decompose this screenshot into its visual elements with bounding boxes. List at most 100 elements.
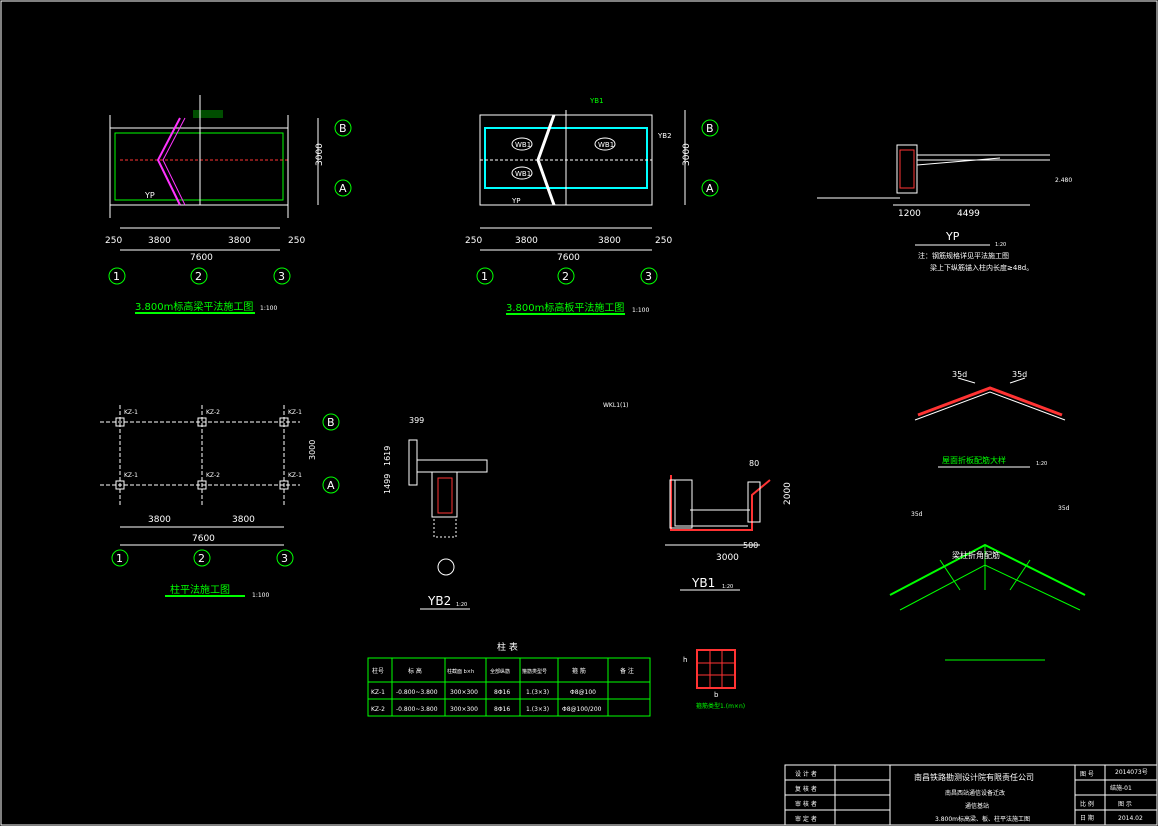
- axis-2: 2: [562, 270, 569, 283]
- label-h: h: [683, 656, 687, 664]
- dim-total: 7600: [192, 534, 215, 544]
- col-label: KZ-1: [288, 472, 302, 479]
- td: KZ-2: [371, 706, 385, 713]
- dim-label: 4499: [957, 209, 980, 219]
- label-yp: YP: [511, 197, 521, 205]
- stirrup-caption: 箍筋类型1.(m×n): [696, 702, 745, 710]
- stirrup-detail: h b 箍筋类型1.(m×n): [683, 649, 745, 710]
- axis-a: A: [327, 479, 335, 492]
- no: 2014073号: [1115, 769, 1148, 776]
- colplan-title: 柱平法施工图: [170, 583, 230, 596]
- ridge-title: 屋面折板配筋大样: [942, 455, 1006, 465]
- label-b: b: [714, 691, 719, 699]
- axis-3: 3: [645, 270, 652, 283]
- td: KZ-1: [371, 689, 385, 696]
- yp-title: YP: [945, 230, 960, 243]
- plan2-scale: 1:100: [632, 307, 649, 314]
- td: 1.(3×3): [526, 706, 549, 713]
- no-label: 图 号: [1080, 771, 1094, 778]
- dim-label: 3800: [515, 236, 538, 246]
- plan1-title: 3.800m标高梁平法施工图: [135, 300, 253, 313]
- axis-b: B: [327, 416, 335, 429]
- label-yb1: YB1: [589, 97, 604, 105]
- axis-1: 1: [481, 270, 488, 283]
- sheet: 结施-01: [1110, 784, 1132, 792]
- dim-label: 1499: [383, 474, 392, 494]
- ratio-label: 比 例: [1080, 800, 1094, 808]
- col-label: KZ-2: [206, 472, 220, 479]
- slab-wb1: WB1: [598, 141, 614, 149]
- dim-label: 250: [105, 236, 122, 246]
- title-block: 设 计 者 复 核 者 审 核 者 审 定 者 南昌铁路勘测设计院有限责任公司 …: [784, 764, 1158, 826]
- date: 2014.02: [1118, 815, 1143, 822]
- dim-vtotal: 3000: [315, 143, 325, 166]
- axis-1: 1: [116, 552, 123, 565]
- yp-section: 1200 4499 2.480 YP 1:20 注：钢筋规格详见平法施工图 梁上…: [817, 144, 1072, 272]
- axis-3: 3: [281, 552, 288, 565]
- label-yb2: YB2: [657, 132, 672, 140]
- td: 1.(3×3): [526, 689, 549, 696]
- dim-label: 3800: [148, 515, 171, 525]
- axis-2: 2: [195, 270, 202, 283]
- yp-note: 梁上下纵筋锚入柱内长度≥48d。: [930, 263, 1033, 272]
- axis-b: B: [339, 122, 347, 135]
- col-label: KZ-1: [288, 409, 302, 416]
- dim-label: 399: [409, 416, 424, 425]
- date-label: 日 期: [1080, 814, 1094, 822]
- slab-wb1: WB1: [515, 170, 531, 178]
- project: 南昌西站通信设备迁改: [945, 789, 1005, 797]
- td: 8Φ16: [494, 689, 510, 696]
- label-yp: YP: [144, 191, 155, 200]
- dim-total: 7600: [190, 253, 213, 263]
- yb1-ref: WKL1(1): [603, 402, 629, 409]
- dim-label: 3800: [598, 236, 621, 246]
- slab-plan: WB1 WB1 WB1 YB1 YB2 YP 250 3800 3800 250…: [465, 97, 719, 315]
- th: 标 高: [408, 667, 422, 675]
- dim-label: 1200: [898, 209, 921, 219]
- plan1-scale: 1:100: [260, 305, 277, 312]
- role: 复 核 者: [795, 785, 817, 793]
- dim-label: 2000: [783, 482, 793, 505]
- yb1-section: WKL1(1) 3000 2000 500 80 YB1 1:20: [603, 402, 793, 591]
- th: 箍 筋: [572, 667, 586, 675]
- ridge2-detail: 35d 35d 梁柱折角配筋: [889, 505, 1086, 661]
- yb2-title: YB2: [427, 594, 451, 608]
- th: 全部纵筋: [490, 668, 510, 675]
- plan2-title: 3.800m标高板平法施工图: [506, 301, 624, 314]
- yb1-title: YB1: [691, 576, 715, 590]
- ridge-scale: 1:20: [1036, 461, 1047, 467]
- ridge2-title: 梁柱折角配筋: [952, 550, 1000, 560]
- dim-label: 250: [655, 236, 672, 246]
- dim-label: 250: [288, 236, 305, 246]
- beam-plan: 250 3800 3800 250 7600 1 2 3 B A 3000 YP…: [105, 95, 352, 314]
- drawing-name: 3.800m标高梁、板、柱平法施工图: [935, 815, 1030, 823]
- col-label: KZ-1: [124, 409, 138, 416]
- col-label: KZ-1: [124, 472, 138, 479]
- td: -0.800~3.800: [396, 706, 438, 713]
- axis-3: 3: [278, 270, 285, 283]
- axis-a: A: [706, 182, 714, 195]
- td: Φ8@100: [570, 689, 596, 696]
- mark-35d: 35d: [1058, 505, 1070, 512]
- axis-2: 2: [198, 552, 205, 565]
- td: -0.800~3.800: [396, 689, 438, 696]
- td: 300×300: [450, 689, 478, 696]
- mark-35d: 35d: [952, 370, 967, 379]
- ratio: 图 示: [1118, 801, 1132, 808]
- th: 柱截面 b×h: [447, 668, 474, 675]
- yp-note: 注：钢筋规格详见平法施工图: [918, 251, 1009, 260]
- slab-wb1: WB1: [515, 141, 531, 149]
- role: 审 核 者: [795, 800, 817, 808]
- dim-label: 80: [749, 459, 759, 468]
- th: 备 注: [620, 667, 634, 675]
- yb1-scale: 1:20: [722, 584, 733, 590]
- table-title: 柱 表: [497, 641, 518, 653]
- td: 300×300: [450, 706, 478, 713]
- axis-1: 1: [113, 270, 120, 283]
- column-plan: KZ-1 KZ-2 KZ-1 KZ-1 KZ-2 KZ-1 B A 3000 3…: [100, 405, 340, 599]
- axis-b: B: [706, 122, 714, 135]
- dim-total: 7600: [557, 253, 580, 263]
- mark-35d: 35d: [911, 511, 923, 518]
- col-label: KZ-2: [206, 409, 220, 416]
